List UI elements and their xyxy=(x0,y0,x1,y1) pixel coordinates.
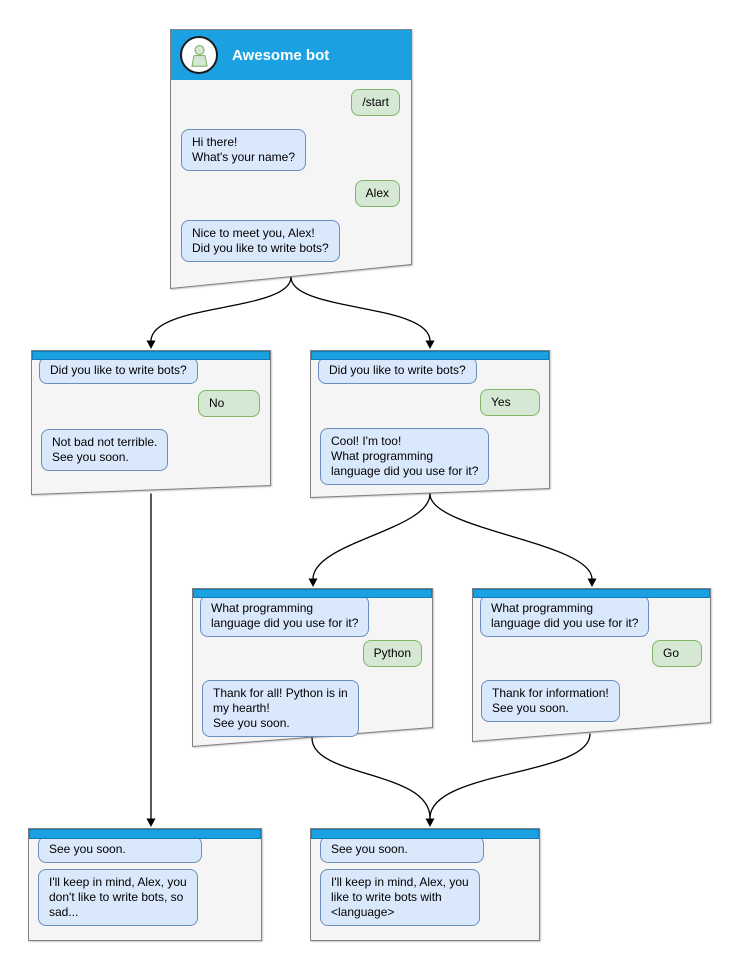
window-title-strip xyxy=(473,589,710,598)
bot-message: What programming language did you use fo… xyxy=(200,595,370,637)
bot-message: See you soon. xyxy=(38,836,202,863)
person-icon xyxy=(190,44,208,67)
window-title-strip xyxy=(32,351,270,360)
bot-message: Did you like to write bots? xyxy=(39,357,198,384)
user-message: No xyxy=(198,390,260,417)
window-title-strip xyxy=(29,829,261,839)
arrow-main-to-no xyxy=(150,276,292,342)
user-message: Python xyxy=(362,640,422,667)
window-title-strip xyxy=(193,589,432,598)
chat-window-branch-yes: Did you like to write bots? Yes Cool! I'… xyxy=(310,350,550,499)
chat-window-end-yes: See you soon. I'll keep in mind, Alex, y… xyxy=(310,828,540,941)
bot-message: Nice to meet you, Alex! Did you like to … xyxy=(181,220,340,262)
arrowhead-yes-to-python xyxy=(308,578,318,587)
bot-message: What programming language did you use fo… xyxy=(480,595,650,637)
window-title-strip xyxy=(311,351,549,360)
arrowhead-yes-to-go xyxy=(587,578,597,587)
user-message: Alex xyxy=(354,180,400,207)
chat-window-end-no: See you soon. I'll keep in mind, Alex, y… xyxy=(28,828,262,941)
bot-message: I'll keep in mind, Alex, you like to wri… xyxy=(320,869,480,926)
bot-message: See you soon. xyxy=(320,836,484,863)
arrow-go-to-end xyxy=(429,733,591,819)
window-title-strip xyxy=(311,829,539,839)
user-message: /start xyxy=(351,89,400,116)
bot-message: Not bad not terrible. See you soon. xyxy=(41,429,169,471)
chat-window-branch-python: What programming language did you use fo… xyxy=(192,588,433,748)
user-message: Yes xyxy=(480,389,540,416)
bot-message: Hi there! What's your name? xyxy=(181,129,307,171)
bot-message: Cool! I'm too! What programming language… xyxy=(320,428,490,485)
arrow-main-to-yes xyxy=(290,276,431,342)
bot-message: Thank for information! See you soon. xyxy=(481,680,620,722)
arrowhead-merge-to-end xyxy=(425,818,435,827)
bot-message: I'll keep in mind, Alex, you don't like … xyxy=(38,869,198,926)
arrow-python-to-end xyxy=(311,737,431,819)
chat-window-branch-no: Did you like to write bots? No Not bad n… xyxy=(31,350,271,496)
bot-message: Did you like to write bots? xyxy=(318,357,477,384)
chat-window-main: Awesome bot /start Hi there! What's your… xyxy=(170,29,412,290)
arrowhead-main-to-yes xyxy=(425,340,435,349)
avatar xyxy=(180,36,218,74)
chat-header: Awesome bot xyxy=(171,30,411,80)
arrowhead-main-to-no xyxy=(146,340,156,349)
chat-window-branch-go: What programming language did you use fo… xyxy=(472,588,711,743)
arrow-yes-to-python xyxy=(312,493,431,580)
user-message: Go xyxy=(652,640,702,667)
arrow-yes-to-go xyxy=(429,493,593,580)
chat-title: Awesome bot xyxy=(232,46,330,64)
bot-message: Thank for all! Python is in my hearth! S… xyxy=(202,680,359,737)
arrowhead-no-to-end xyxy=(146,818,156,827)
